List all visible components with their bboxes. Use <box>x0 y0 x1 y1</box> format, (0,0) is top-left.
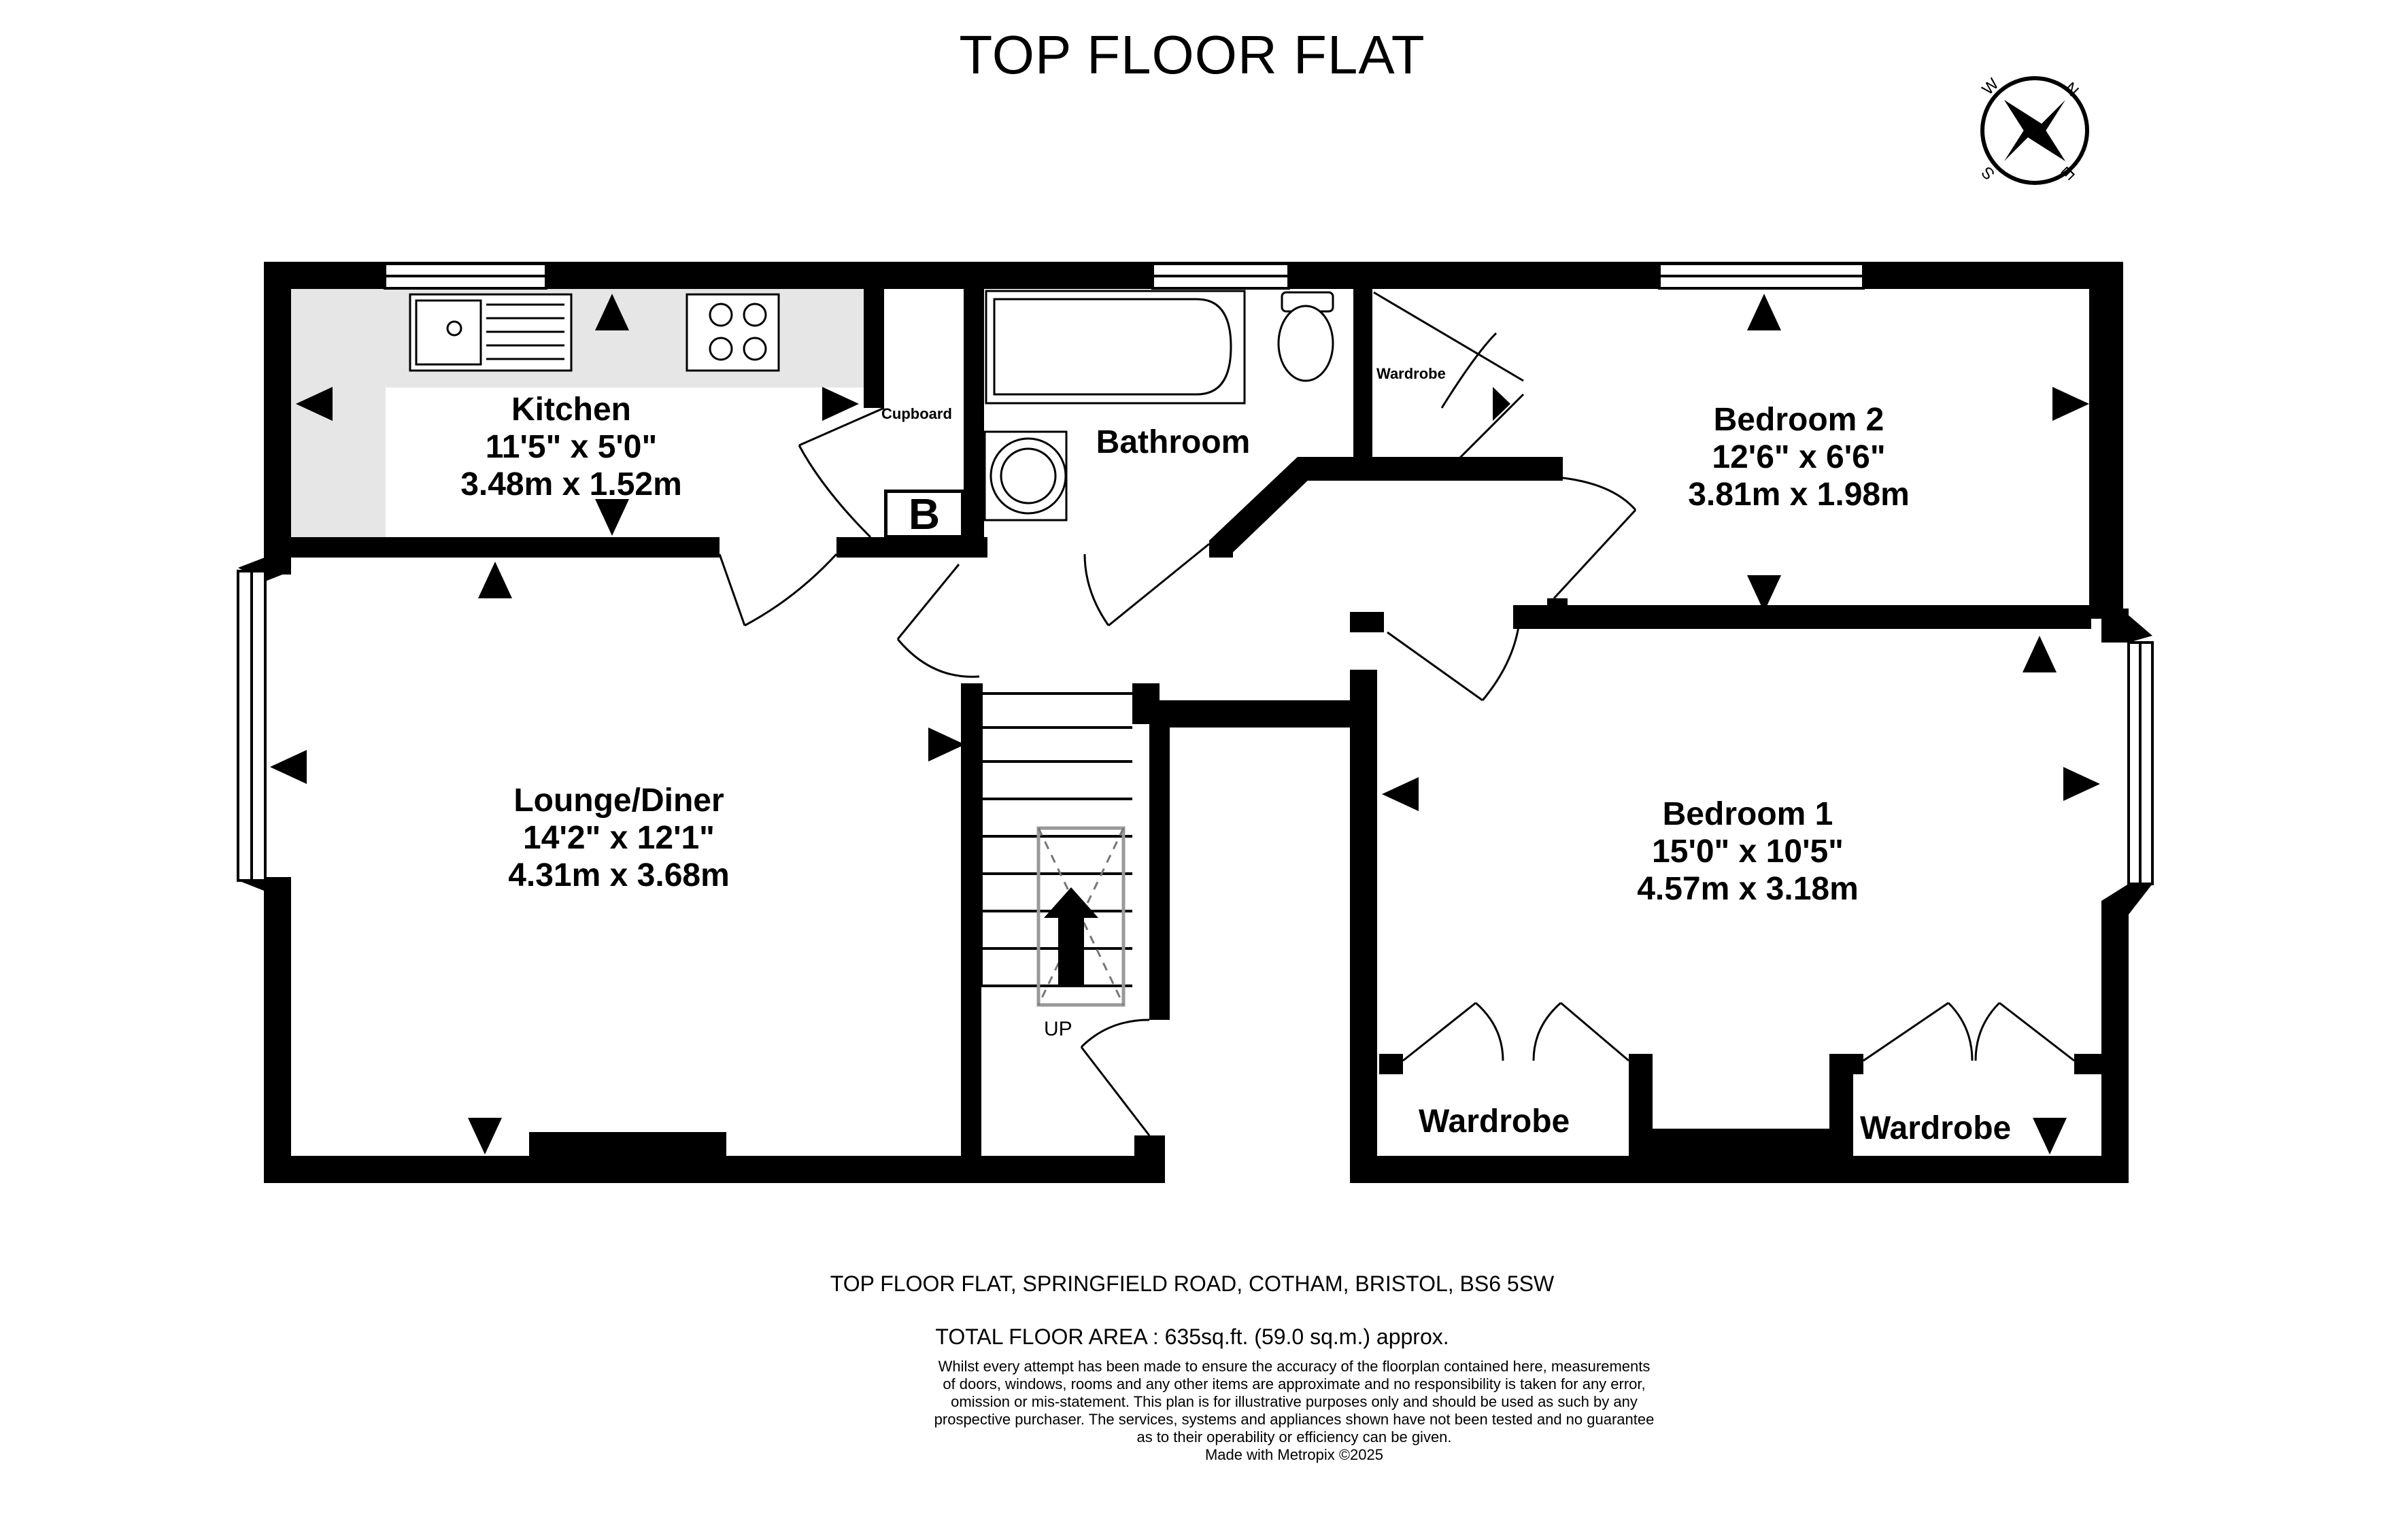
hob-cooker <box>686 293 780 372</box>
staircase <box>980 683 1132 1007</box>
stairs-up-arrow <box>1044 887 1098 986</box>
bedroom2-name: Bedroom 2 <box>1713 402 1884 438</box>
bedroom2-label: Bedroom 2 12'6" x 6'6" 3.81m x 1.98m <box>1636 401 1962 514</box>
bathroom-name: Bathroom <box>1096 424 1251 460</box>
diagonal-wall <box>1209 457 1313 558</box>
windows <box>237 262 2154 885</box>
disclaimer-line: of doors, windows, rooms and any other i… <box>943 1375 1646 1392</box>
disclaimer-line: prospective purchaser. The services, sys… <box>934 1411 1655 1428</box>
bedroom1-bay-bottom <box>2101 884 2152 914</box>
boiler-label: B <box>908 490 941 538</box>
kitchen-label: Kitchen 11'5" x 5'0" 3.48m x 1.52m <box>408 391 734 504</box>
disclaimer: Whilst every attempt has been made to en… <box>869 1358 1719 1446</box>
bathroom-label: Bathroom <box>1061 424 1285 461</box>
stairs-up-label: UP <box>1044 1018 1072 1040</box>
bedroom1-name: Bedroom 1 <box>1662 796 1833 832</box>
compass <box>1980 76 2089 185</box>
sink-unit <box>409 293 573 372</box>
lounge-bay-bottom <box>238 877 291 904</box>
total-floor-area: TOTAL FLOOR AREA : 635sq.ft. (59.0 sq.m.… <box>935 1324 1449 1349</box>
kitchen-imperial: 11'5" x 5'0" <box>485 429 658 466</box>
kitchen-name: Kitchen <box>511 392 631 428</box>
lounge-name: Lounge/Diner <box>513 783 724 819</box>
basin <box>983 430 1068 521</box>
cupboard-label: Cupboard <box>881 405 952 422</box>
wardrobe-small-label: Wardrobe <box>1376 365 1446 382</box>
bedroom1-label: Bedroom 1 15'0" x 10'5" 4.57m x 3.18m <box>1585 795 1911 908</box>
bath <box>985 290 1246 405</box>
lounge-label: Lounge/Diner 14'2" x 12'1" 4.31m x 3.68m <box>449 782 789 895</box>
plan-title: TOP FLOOR FLAT <box>959 24 1425 85</box>
measure-arrows <box>270 294 2100 1154</box>
lounge-metric: 4.31m x 3.68m <box>508 857 730 894</box>
toilet <box>1277 291 1334 382</box>
disclaimer-line: omission or mis-statement. This plan is … <box>951 1393 1638 1410</box>
kitchen-metric: 3.48m x 1.52m <box>460 466 682 503</box>
disclaimer-line: Whilst every attempt has been made to en… <box>938 1358 1651 1375</box>
bedroom2-metric: 3.81m x 1.98m <box>1688 477 1910 513</box>
bedroom2-imperial: 12'6" x 6'6" <box>1712 439 1886 476</box>
disclaimer-line: as to their operability or efficiency ca… <box>1136 1428 1452 1445</box>
bedroom1-imperial: 15'0" x 10'5" <box>1652 834 1844 870</box>
wardrobe-left-label: Wardrobe <box>1419 1103 1570 1140</box>
bedroom1-bay-top <box>2101 612 2152 643</box>
property-address: TOP FLOOR FLAT, SPRINGFIELD ROAD, COTHAM… <box>830 1271 1555 1296</box>
bedroom1-metric: 4.57m x 3.18m <box>1637 871 1859 908</box>
walls <box>264 262 2129 1183</box>
doors <box>718 291 2075 1136</box>
lounge-imperial: 14'2" x 12'1" <box>523 820 715 857</box>
wardrobe-right-label: Wardrobe <box>1860 1110 2012 1146</box>
boiler: B <box>884 490 964 538</box>
made-with-credit: Made with Metropix ©2025 <box>1204 1446 1383 1463</box>
